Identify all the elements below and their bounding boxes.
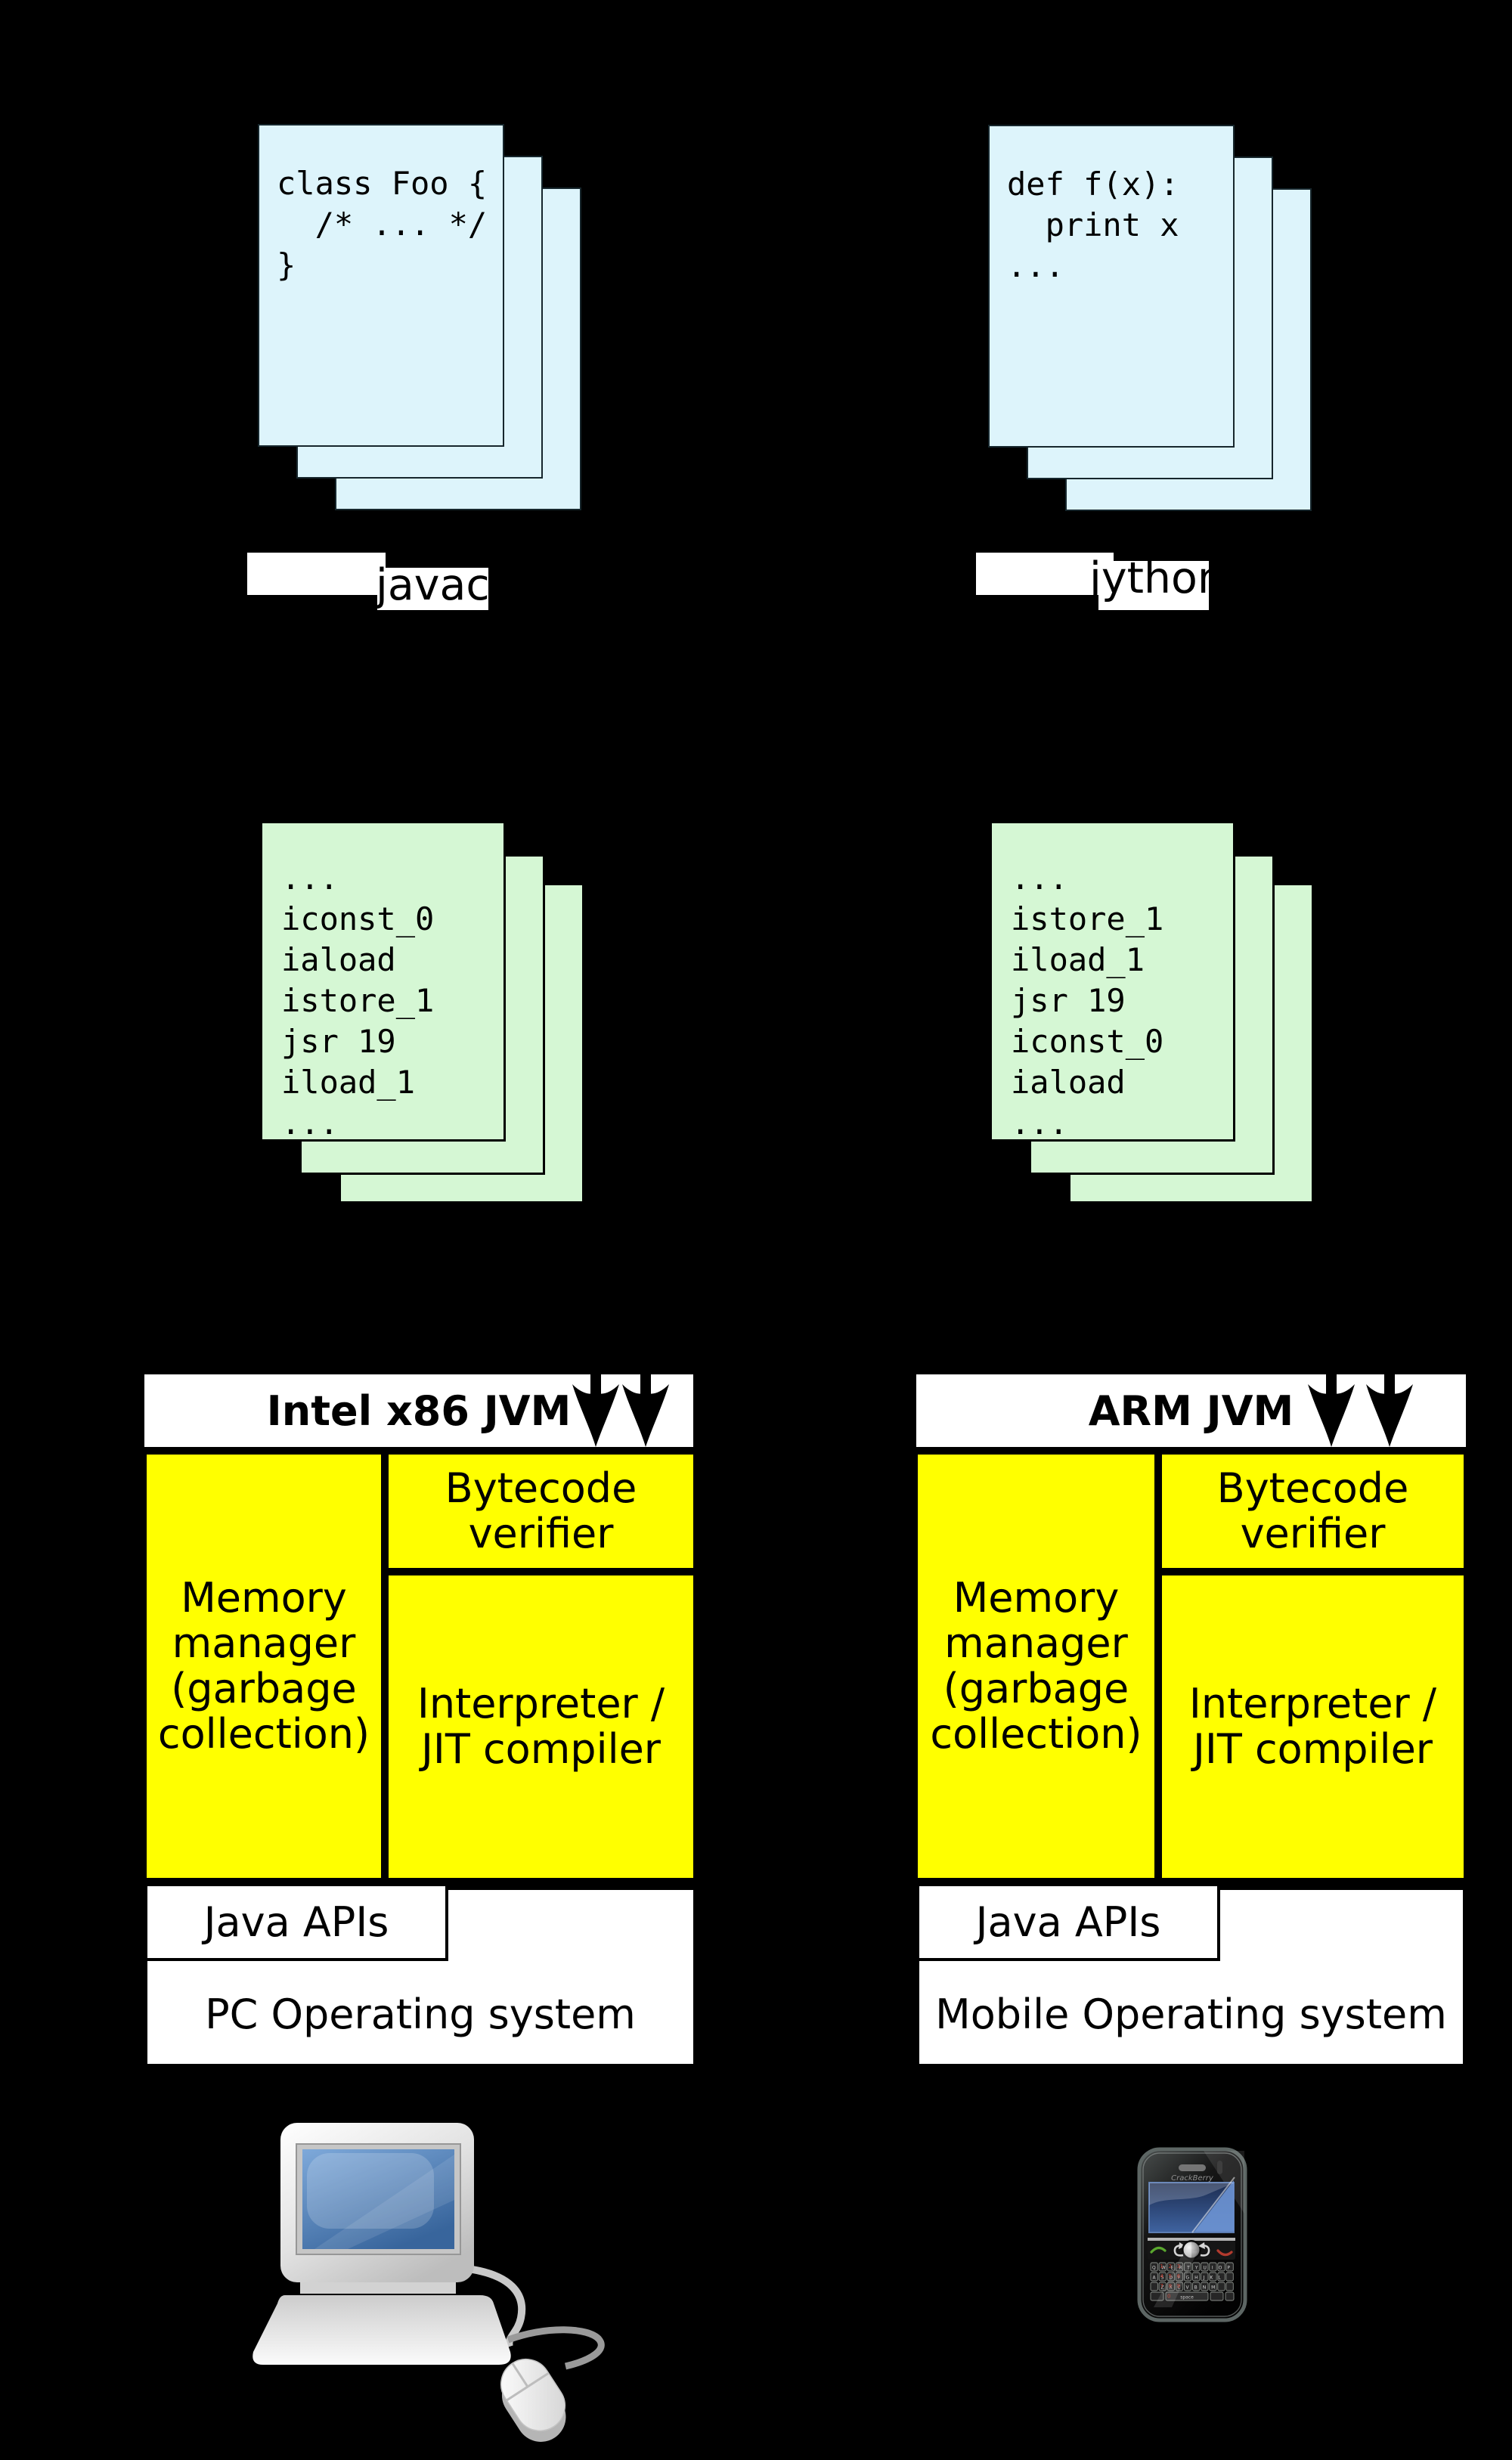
back-arrow-head	[1179, 2242, 1185, 2249]
return-arrow-head	[1198, 2242, 1205, 2249]
svg-text:0: 0	[1167, 2294, 1170, 2300]
jvm-title: Intel x86 JVM	[266, 1386, 572, 1435]
svg-text:9: 9	[1177, 2283, 1180, 2289]
call-icon	[1150, 2246, 1167, 2254]
keyboard-sheen	[1154, 2251, 1198, 2307]
jvm-title: ARM JVM	[1088, 1386, 1294, 1435]
svg-text:4: 4	[1160, 2273, 1164, 2279]
bytecode-verifier-box-right: Bytecode verifier	[1162, 1455, 1464, 1568]
java-apis-box-left: Java APIs	[144, 1883, 448, 1961]
source-page-front: def f(x): print x ...	[988, 125, 1235, 448]
phone-frame-highlight	[1142, 2152, 1242, 2317]
bytecode-listing: ... istore_1 iload_1 jsr 19 iconst_0 ial…	[1011, 860, 1164, 1142]
screen-glare-diagonal	[314, 2155, 454, 2249]
svg-text:ZXCVBNM: ZXCVBNM	[1161, 2285, 1221, 2291]
svg-text:8: 8	[1169, 2283, 1172, 2289]
mouse-icon	[500, 2358, 566, 2442]
screen-glare	[307, 2153, 434, 2229]
keyboard-icon	[253, 2295, 511, 2365]
compiler-label-left: javac	[376, 560, 490, 610]
java-apis-label: Java APIs	[975, 1898, 1161, 1946]
memory-manager-box-right: Memory manager (garbage collection)	[918, 1455, 1154, 1878]
os-label-right: Mobile Operating system	[935, 1990, 1447, 2038]
svg-text:QWERTYUIOP: QWERTYUIOP	[1152, 2266, 1235, 2271]
mouse-cable	[507, 2326, 605, 2370]
phone-brand: CrackBerry	[1171, 2174, 1214, 2183]
bytecode-page-front: ... iconst_0 iaload istore_1 jsr 19 iloa…	[260, 821, 506, 1142]
bytecode-page-front: ... istore_1 iload_1 jsr 19 iconst_0 ial…	[990, 821, 1235, 1142]
arrow-down-icon	[572, 1374, 619, 1447]
trackball-icon	[1183, 2242, 1200, 2258]
interpreter-jit-box-left: Interpreter / JIT compiler	[389, 1575, 693, 1878]
screen-glare-line	[1191, 2177, 1235, 2233]
svg-text:7: 7	[1160, 2283, 1163, 2289]
back-arrow-icon	[1173, 2244, 1184, 2257]
java-source-code: class Foo { /* ... */ }	[277, 165, 488, 283]
interpreter-jit-label: Interpreter / JIT compiler	[1188, 1680, 1437, 1773]
bytecode-verifier-box-left: Bytecode verifier	[389, 1455, 693, 1568]
bytecode-verifier-label: Bytecode verifier	[1216, 1464, 1409, 1557]
memory-manager-box-left: Memory manager (garbage collection)	[147, 1455, 381, 1878]
compiler-label-right: jython	[1089, 553, 1225, 603]
interpreter-jit-label: Interpreter / JIT compiler	[417, 1680, 665, 1773]
bytecode-verifier-label: Bytecode verifier	[445, 1464, 637, 1557]
svg-text:2: 2	[1169, 2263, 1172, 2269]
space-key-label: space	[1180, 2295, 1194, 2300]
end-call-icon	[1216, 2249, 1233, 2257]
svg-text:3: 3	[1177, 2263, 1180, 2269]
trackball-highlight	[1183, 2242, 1191, 2258]
arrow-down-icon	[1308, 1374, 1355, 1447]
svg-text:5: 5	[1169, 2273, 1172, 2279]
camera-icon	[1217, 2161, 1222, 2174]
arrow-down-icon	[622, 1374, 669, 1447]
memory-manager-label: Memory manager (garbage collection)	[930, 1574, 1142, 1758]
compiler-label-box-right	[1098, 561, 1209, 610]
python-source-code: def f(x): print x ...	[1007, 166, 1179, 284]
svg-text:1: 1	[1160, 2263, 1163, 2269]
incoming-arrows	[1308, 1374, 1413, 1447]
svg-text:ASDFGHJKL: ASDFGHJKL	[1153, 2276, 1226, 2281]
svg-text:6: 6	[1177, 2273, 1181, 2279]
screen-glare-wave	[1149, 2183, 1234, 2205]
monitor-screen	[302, 2149, 454, 2249]
java-apis-label: Java APIs	[203, 1898, 389, 1946]
monitor-neck	[300, 2282, 456, 2294]
os-label-left: PC Operating system	[205, 1990, 636, 2038]
interpreter-jit-box-right: Interpreter / JIT compiler	[1162, 1575, 1464, 1878]
desktop-computer-illustration	[253, 2123, 605, 2442]
incoming-arrows	[572, 1374, 669, 1447]
nav-strip	[1148, 2238, 1235, 2241]
speaker-icon	[1179, 2164, 1206, 2171]
return-arrow-icon	[1200, 2244, 1210, 2257]
compiler-label-backdrop-right	[976, 553, 1114, 595]
source-page-front: class Foo { /* ... */ }	[258, 124, 504, 447]
smartphone-illustration: CrackBerry QWERTYUIOP ASDFGHJKL ZXCVBNM …	[1137, 2147, 1247, 2322]
java-apis-box-right: Java APIs	[916, 1883, 1220, 1961]
jvm-header-left: Intel x86 JVM	[144, 1374, 693, 1447]
bytecode-listing: ... iconst_0 iaload istore_1 jsr 19 iloa…	[281, 860, 435, 1142]
screen-glare-diagonal	[1194, 2180, 1234, 2232]
arrow-down-icon	[1366, 1374, 1413, 1447]
jvm-header-right: ARM JVM	[916, 1374, 1466, 1447]
compiler-label-backdrop-left	[247, 553, 386, 595]
compiler-label-box-left	[377, 568, 488, 610]
space-key	[1165, 2291, 1209, 2301]
memory-manager-label: Memory manager (garbage collection)	[157, 1574, 370, 1758]
